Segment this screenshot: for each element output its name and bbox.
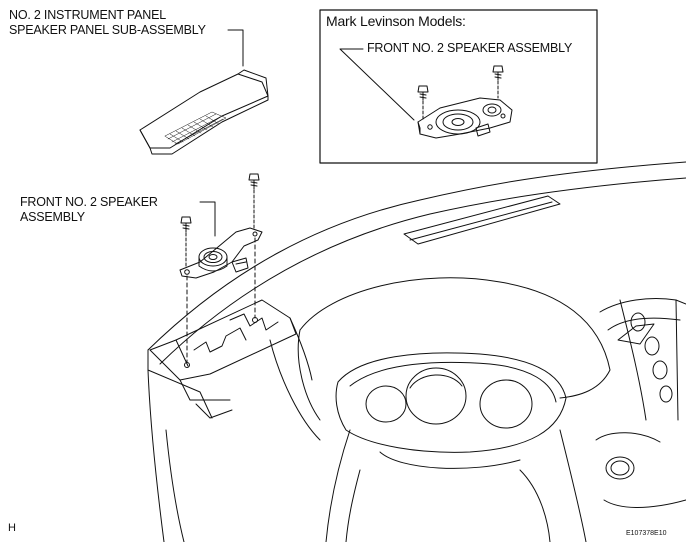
figure-id: E107378E10 [626, 530, 667, 537]
gauge-right [479, 379, 533, 429]
speaker-label-line2: ASSEMBLY [20, 210, 85, 224]
main-bolt-right [248, 173, 260, 231]
inset-speaker-assembly [417, 65, 513, 139]
main-speaker-assembly [179, 173, 263, 363]
vent-button-3 [652, 360, 668, 380]
panel-leader-line [227, 29, 244, 67]
knob [605, 456, 635, 480]
dashboard [147, 161, 686, 542]
gauge-left [365, 385, 407, 423]
inset-frame [319, 9, 598, 164]
vent-button-1 [630, 312, 646, 332]
speaker-recess [149, 299, 297, 381]
inset-bolt-right [492, 65, 504, 99]
inset-speaker-label: FRONT NO. 2 SPEAKER ASSEMBLY [367, 41, 573, 55]
speaker-panel-cover [139, 69, 269, 155]
speaker-leader-line [199, 201, 216, 237]
corner-mark: H [8, 522, 16, 534]
panel-label-line1: NO. 2 INSTRUMENT PANEL [9, 8, 166, 22]
speaker-grille-mesh [164, 111, 227, 145]
main-bolt-left [180, 216, 192, 269]
gauge-center [405, 367, 467, 425]
panel-label-line2: SPEAKER PANEL SUB-ASSEMBLY [9, 23, 206, 37]
vent-button-2 [644, 336, 660, 356]
vent-button-4 [659, 385, 673, 403]
speaker-label-line1: FRONT NO. 2 SPEAKER [20, 195, 158, 209]
inset-bolt-left [417, 85, 429, 121]
inset-leader-line [339, 48, 415, 121]
cluster-hood [299, 277, 611, 399]
inset-title: Mark Levinson Models: [326, 13, 466, 29]
